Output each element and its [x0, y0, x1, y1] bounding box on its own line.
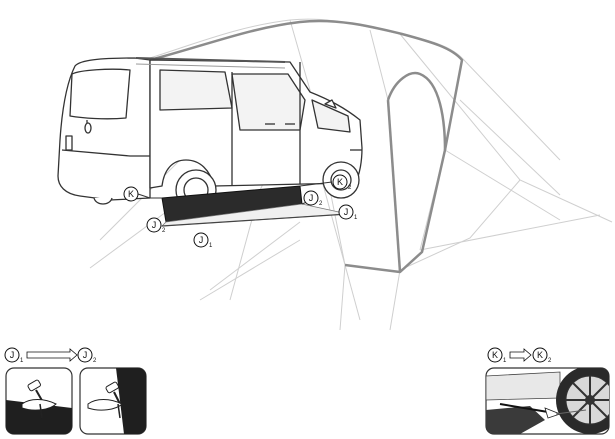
step-panel-peg [79, 367, 147, 435]
svg-text:2: 2 [319, 201, 323, 207]
svg-text:2: 2 [548, 358, 552, 364]
arrow-right-icon [509, 348, 532, 362]
callout-k-main: K [123, 186, 139, 202]
step-k-sequence: K 1 K 2 [487, 347, 552, 364]
svg-text:1: 1 [209, 243, 213, 249]
svg-text:2: 2 [162, 228, 166, 234]
arrow-right-icon [26, 348, 78, 362]
callout-j1-bottom: J 1 [193, 232, 213, 249]
svg-text:2: 2 [93, 358, 97, 364]
step-panel-wheel [485, 367, 610, 435]
svg-text:J: J [199, 235, 204, 245]
svg-text:J: J [83, 350, 88, 360]
step-panel-hammer [5, 367, 73, 435]
svg-text:K: K [492, 350, 498, 360]
van-wheel-detail-icon [486, 368, 609, 434]
svg-text:2: 2 [348, 185, 352, 191]
step-j-sequence: J 1 J 2 [4, 347, 97, 364]
svg-text:1: 1 [503, 358, 507, 364]
callout-j1-right: J 1 [338, 204, 358, 221]
svg-text:J: J [152, 220, 157, 230]
callout-k2-wheel: K 2 [332, 174, 352, 191]
svg-text:J: J [309, 193, 314, 203]
svg-text:J: J [344, 207, 349, 217]
peg-in-ground-icon [87, 381, 123, 419]
hammer-peg-icon [21, 379, 57, 419]
awning-rail [135, 57, 286, 69]
callout-j2-left: J 2 [146, 217, 166, 234]
svg-text:K: K [537, 350, 543, 360]
callout-j2-mid: J 2 [303, 190, 323, 207]
svg-text:1: 1 [20, 358, 24, 364]
svg-text:K: K [128, 189, 134, 199]
tent-outline [149, 19, 464, 274]
svg-text:J: J [10, 350, 15, 360]
svg-text:1: 1 [354, 215, 358, 221]
van-illustration [57, 57, 363, 211]
svg-text:K: K [337, 177, 343, 187]
